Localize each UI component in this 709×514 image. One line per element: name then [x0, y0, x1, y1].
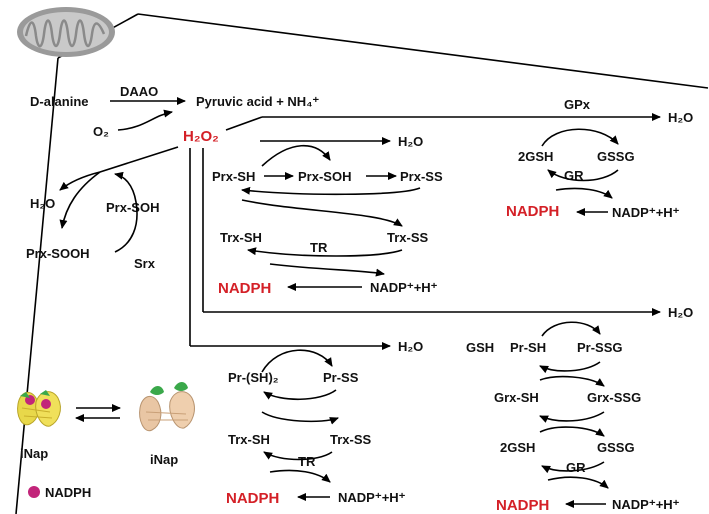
pr-ssg-reduce-arrow	[539, 361, 601, 374]
o2-arrow	[117, 109, 173, 131]
grx-ssg-reduce-arrow	[539, 411, 605, 423]
gpx-gsh-arc	[541, 128, 619, 147]
grx-gsh-label: GSH	[466, 340, 494, 355]
grx-pr-sh-label: Pr-SH	[510, 340, 546, 355]
prx-sooh-arrow	[59, 171, 101, 229]
grx-nadp-label: NADP⁺+H⁺	[612, 497, 680, 512]
left-prx-soh-label: Prx-SOH	[106, 200, 159, 215]
grx-2gsh-label: 2GSH	[500, 440, 535, 455]
o2-label: O₂	[93, 124, 109, 139]
gpx-h2o-label: H₂O	[668, 110, 693, 125]
gr-nadph-arc	[555, 187, 613, 199]
prss-h2o2-arc	[261, 349, 333, 373]
middle-h2o-label: H₂O	[398, 134, 423, 149]
middle-nadph-oxidize-arrow	[269, 263, 385, 277]
grx-h2o2-arc	[541, 321, 601, 337]
prss-trx-oxidize-arrow	[261, 411, 339, 425]
gpx-nadph-label: NADPH	[506, 203, 559, 220]
nadph-legend-label: NADPH	[45, 485, 91, 500]
middle-nadp-label: NADP⁺+H⁺	[370, 280, 438, 295]
inap-left-label: iNap	[20, 446, 48, 461]
middle-trx-sh-label: Trx-SH	[220, 230, 262, 245]
inap-protein-nadph-bound-icon	[17, 390, 61, 427]
h2o2-to-gpx-line	[225, 116, 263, 131]
pr-ss-reduce-arrow	[263, 389, 337, 401]
gpx-gssg-label: GSSG	[597, 149, 635, 164]
prss-trx-reduce-arrow	[263, 451, 333, 461]
gpx-2gsh-label: 2GSH	[518, 149, 553, 164]
prx-sh-label: Prx-SH	[212, 169, 255, 184]
middle-nadph-label: NADPH	[218, 280, 271, 297]
gpx-nadp-label: NADP⁺+H⁺	[612, 205, 680, 220]
grx-gr-label: GR	[566, 460, 586, 475]
prss-nadph-label: NADPH	[226, 490, 279, 507]
trx-reduce-arrow	[247, 247, 403, 257]
left-h2o-arrow	[59, 171, 101, 191]
grx-h2o-label: H₂O	[668, 305, 693, 320]
pyruvic-acid-label: Pyruvic acid + NH₄⁺	[196, 94, 319, 109]
grx-sh-oxidize-arrow	[539, 375, 605, 387]
inap-protein-free-icon	[139, 382, 195, 432]
prx-regen-arrow	[241, 186, 421, 196]
gpx-label: GPx	[564, 97, 591, 112]
d-alanine-label: D-alanine	[30, 94, 89, 109]
prx-soh-label: Prx-SOH	[298, 169, 351, 184]
grx-nadph-label: NADPH	[496, 497, 549, 514]
h2o2-to-left-line	[99, 146, 179, 173]
prx-ss-label: Prx-SS	[400, 169, 443, 184]
middle-trx-ss-label: Trx-SS	[387, 230, 429, 245]
inap-right-label: iNap	[150, 452, 178, 467]
middle-tr-label: TR	[310, 240, 328, 255]
grx-nadph-oxidize-arrow	[547, 476, 609, 489]
srx-label: Srx	[134, 256, 156, 271]
h2o2-consume-arc	[261, 144, 331, 167]
prss-trx-ss-label: Trx-SS	[330, 432, 372, 447]
pr-sh2-label: Pr-(SH)₂	[228, 370, 279, 385]
gr-gssg-arc	[547, 169, 619, 182]
grx-gssg-reduce-arrow	[541, 461, 605, 474]
prss-tr-label: TR	[298, 454, 316, 469]
left-h2o-label: H₂O	[30, 196, 55, 211]
grx-ssg-label: Grx-SSG	[587, 390, 641, 405]
prss-nadp-label: NADP⁺+H⁺	[338, 490, 406, 505]
grx-pr-ssg-label: Pr-SSG	[577, 340, 623, 355]
grx-sh-label: Grx-SH	[494, 390, 539, 405]
prss-h2o-label: H₂O	[398, 339, 423, 354]
mitochondrion-icon	[17, 7, 115, 57]
trx-oxidize-arrow	[241, 199, 403, 227]
srx-arrow	[114, 171, 138, 253]
pr-ss-label: Pr-SS	[323, 370, 359, 385]
prss-nadph-oxidize-arrow	[269, 469, 331, 483]
prx-sooh-label: Prx-SOOH	[26, 246, 90, 261]
daao-label: DAAO	[120, 84, 158, 99]
prss-trx-sh-label: Trx-SH	[228, 432, 270, 447]
h2o2-label: H₂O₂	[183, 128, 219, 145]
nadph-legend-dot	[28, 486, 40, 498]
grx-gssg-label: GSSG	[597, 440, 635, 455]
gsh-oxidize-arrow	[539, 426, 605, 437]
